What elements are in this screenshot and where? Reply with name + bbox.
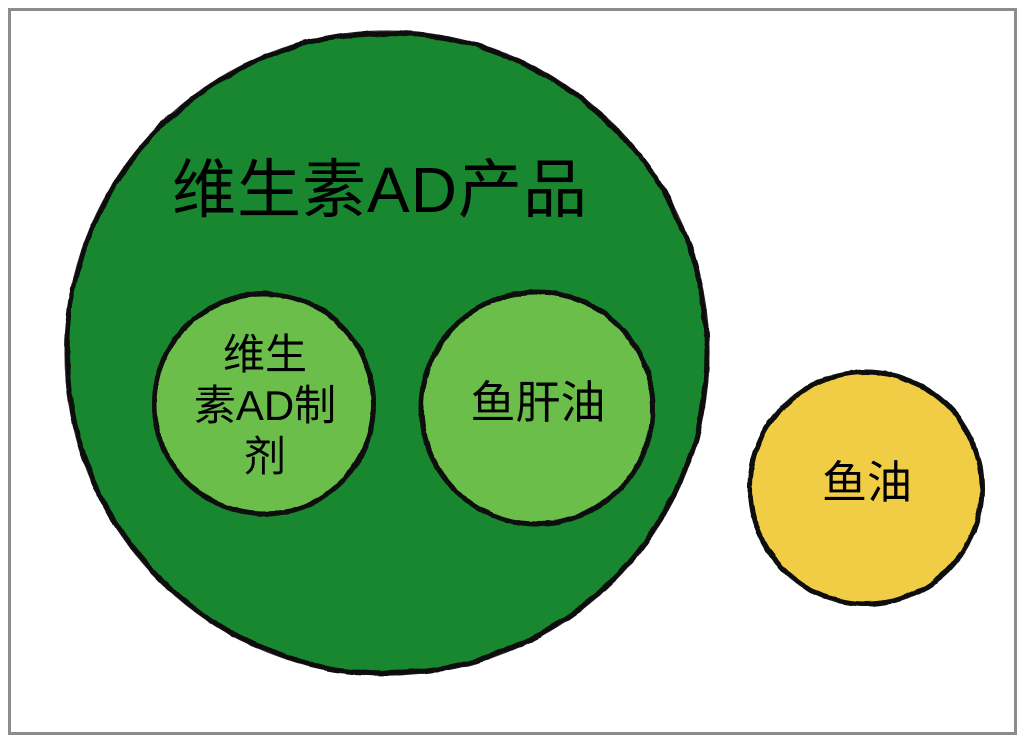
set-label-fish-oil: 鱼油 (821, 457, 912, 508)
set-label-vitamin-ad-products: 维生素AD产品 (172, 154, 588, 226)
set-circle-vitamin-ad-preparation[interactable] (151, 291, 377, 517)
set-label-vitamin-ad-preparation: 维生 素AD制 剂 (193, 331, 337, 481)
set-circle-fish-oil[interactable] (747, 369, 985, 607)
set-label-cod-liver-oil: 鱼肝油 (470, 377, 606, 428)
set-circle-cod-liver-oil[interactable] (418, 289, 656, 527)
